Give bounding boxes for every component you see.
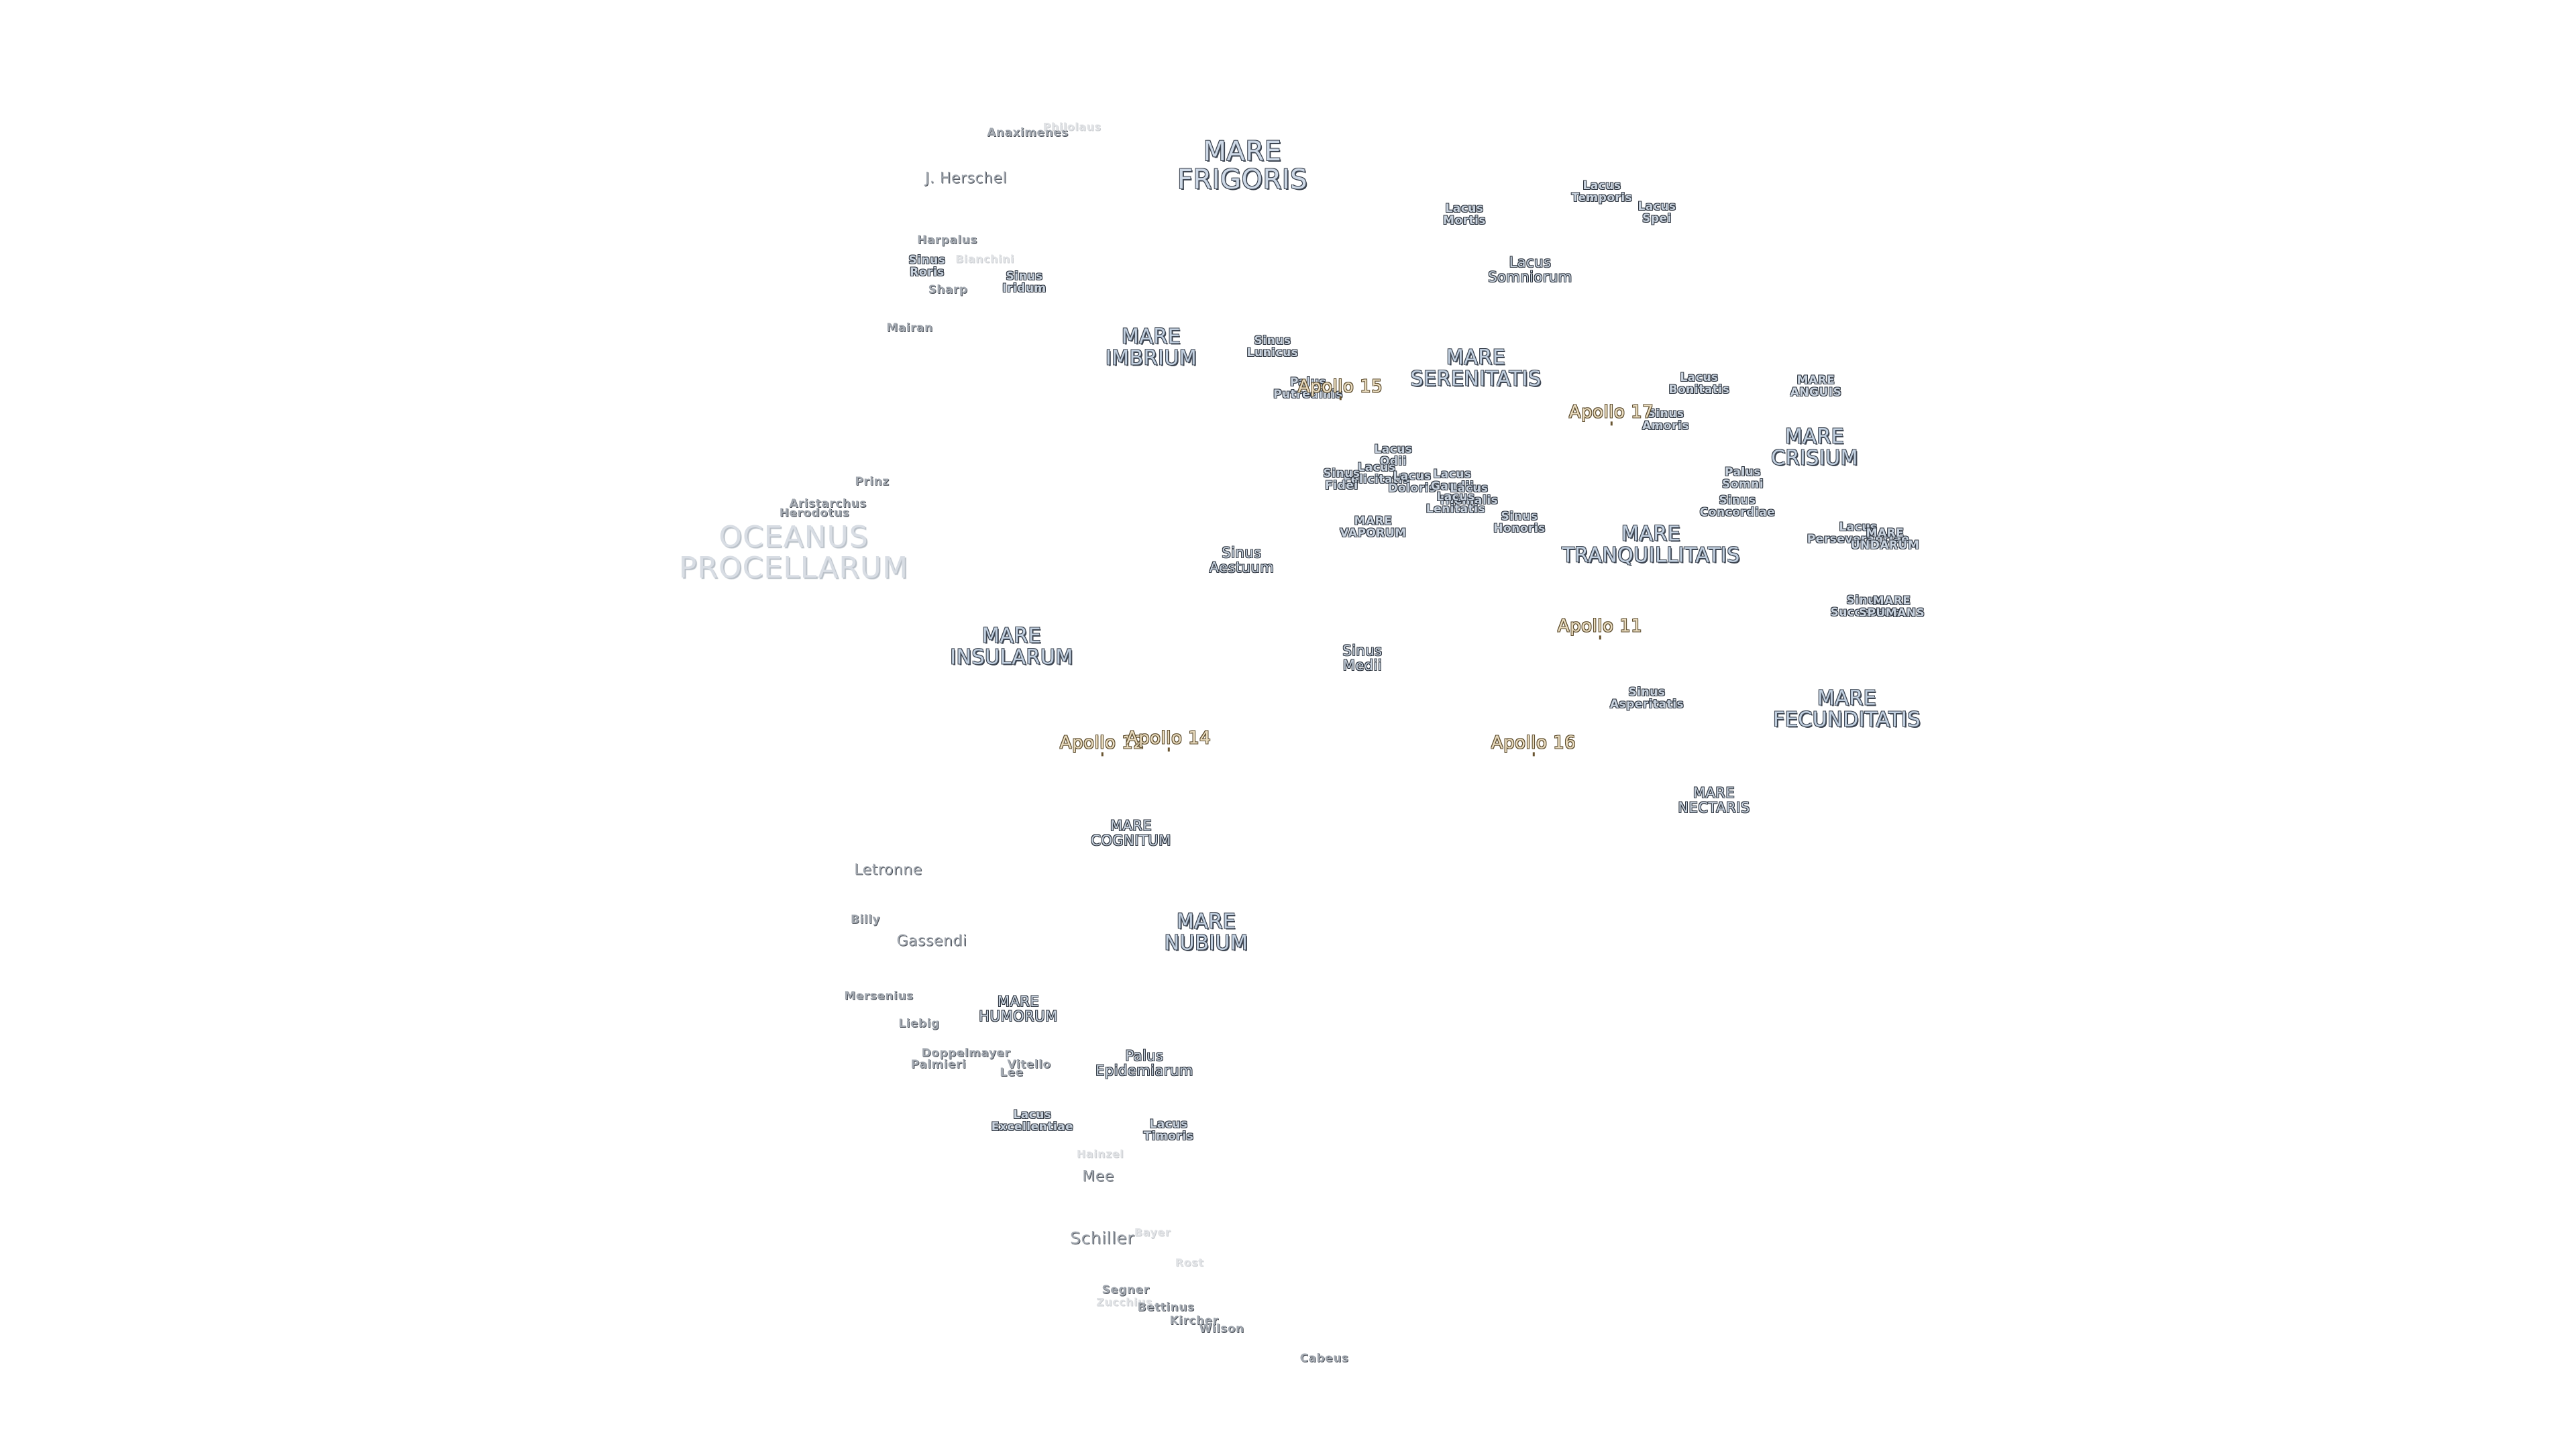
- feature-label-sinus-roris: Sinus Roris: [908, 254, 946, 279]
- feature-label-lacus-temporis: Lacus Temporis: [1571, 179, 1633, 205]
- feature-label-doppelmayer: Doppelmayer: [921, 1046, 1011, 1061]
- feature-label-anaximenes: Anaximenes: [987, 126, 1069, 140]
- feature-label-zucchius: Zucchius: [1096, 1295, 1152, 1309]
- feature-label-lacus-doloris: Lacus Doloris: [1388, 470, 1436, 495]
- feature-label-mare-nectaris: MARE NECTARIS: [1678, 784, 1750, 816]
- feature-label-mare-anguis: MARE ANGUIS: [1790, 374, 1842, 399]
- feature-label-lacus-timoris: Lacus Timoris: [1143, 1118, 1194, 1143]
- feature-label-mare-fecunditatis: MARE FECUNDITATIS: [1773, 686, 1921, 731]
- feature-label-mersenius: Mersenius: [844, 989, 914, 1004]
- landing-site-apollo-12: Apollo 12: [1059, 733, 1145, 757]
- feature-label-sinus-successus: Sinus Successus: [1830, 594, 1900, 619]
- feature-label-lacus-hiemalis: Lacus Hiemalis: [1440, 482, 1499, 507]
- feature-label-mare-tranquillitatis: MARE TRANQUILLITATIS: [1562, 522, 1740, 567]
- feature-label-lacus-odii: Lacus Odii: [1374, 443, 1413, 468]
- feature-label-mare-serenitatis: MARE SERENITATIS: [1410, 345, 1542, 390]
- feature-label-bettinus: Bettinus: [1137, 1301, 1195, 1315]
- feature-label-wilson: Wilson: [1199, 1322, 1244, 1336]
- feature-label-mairan: Mairan: [886, 321, 933, 335]
- feature-label-oceanus-procellarum: OCEANUS PROCELLARUM: [678, 519, 909, 585]
- feature-label-lacus-gaudii: Lacus Gaudii: [1430, 468, 1474, 493]
- feature-label-sinus-aestuum: Sinus Aestuum: [1209, 544, 1275, 576]
- feature-label-lacus-perseverantiae: Lacus Perseverantiae: [1807, 521, 1910, 546]
- feature-label-prinz: Prinz: [855, 475, 890, 489]
- feature-label-bianchini: Bianchini: [955, 252, 1014, 266]
- feature-label-palus-somni: Palus Somni: [1721, 466, 1764, 491]
- feature-label-sinus-amoris: Sinus Amoris: [1642, 407, 1689, 433]
- feature-label-mare-imbrium: MARE IMBRIUM: [1105, 325, 1197, 370]
- feature-label-liebig: Liebig: [898, 1017, 940, 1031]
- feature-label-mare-crisium: MARE CRISIUM: [1771, 425, 1858, 470]
- feature-label-palus-putredinis: Palus Putredinis: [1273, 376, 1343, 401]
- feature-label-lacus-bonitatis: Lacus Bonitatis: [1668, 371, 1730, 396]
- landing-site-apollo-14: Apollo 14: [1126, 728, 1212, 753]
- feature-label-j-herschel: J. Herschel: [924, 170, 1008, 187]
- feature-label-sinus-fidei: Sinus Fidei: [1323, 467, 1360, 492]
- feature-label-lacus-lenitatis: Lacus Lenitatis: [1426, 490, 1486, 516]
- feature-label-lacus-excellentiae: Lacus Excellentiae: [991, 1108, 1074, 1134]
- feature-label-harpalus: Harpalus: [917, 233, 977, 248]
- feature-label-lacus-spei: Lacus Spei: [1638, 200, 1676, 225]
- feature-label-sinus-medii: Sinus Medii: [1342, 642, 1383, 674]
- feature-label-kircher: Kircher: [1169, 1314, 1219, 1328]
- feature-label-mee: Mee: [1082, 1168, 1114, 1185]
- feature-label-mare-vaporum: MARE VAPORUM: [1340, 515, 1407, 540]
- landing-site-apollo-17: Apollo 17: [1568, 402, 1654, 427]
- feature-label-sinus-iridum: Sinus Iridum: [1002, 270, 1046, 295]
- feature-label-palmieri: Palmieri: [910, 1058, 967, 1072]
- landing-site-apollo-16: Apollo 16: [1491, 733, 1576, 757]
- feature-label-aristarchus: Aristarchus: [789, 497, 867, 511]
- feature-label-mare-cognitum: MARE COGNITUM: [1091, 817, 1171, 849]
- feature-label-schiller: Schiller: [1070, 1228, 1134, 1248]
- feature-label-letronne: Letronne: [854, 861, 922, 879]
- feature-label-hainzel: Hainzel: [1076, 1147, 1124, 1161]
- feature-label-sharp: Sharp: [928, 283, 968, 297]
- feature-label-lacus-somniorum: Lacus Somniorum: [1488, 254, 1572, 285]
- feature-label-sinus-honoris: Sinus Honoris: [1493, 510, 1546, 535]
- feature-label-bayer: Bayer: [1134, 1226, 1171, 1239]
- feature-label-mare-undarum: MARE UNDARUM: [1850, 527, 1920, 552]
- feature-label-herodotus: Herodotus: [779, 506, 850, 521]
- feature-label-cabeus: Cabeus: [1299, 1352, 1349, 1366]
- feature-label-vitello: Vitello: [1007, 1058, 1051, 1072]
- feature-label-lee: Lee: [1000, 1066, 1024, 1080]
- feature-label-mare-insularum: MARE INSULARUM: [950, 624, 1073, 669]
- feature-label-rost: Rost: [1175, 1256, 1204, 1269]
- feature-label-philolaus: Philolaus: [1042, 120, 1102, 133]
- feature-label-mare-nubium: MARE NUBIUM: [1164, 910, 1248, 955]
- feature-label-lacus-mortis: Lacus Mortis: [1442, 202, 1487, 227]
- feature-label-lacus-felicitatis: Lacus Felicitatis: [1343, 461, 1410, 486]
- feature-label-segner: Segner: [1102, 1283, 1150, 1297]
- feature-label-palus-epidemiarum: Palus Epidemiarum: [1095, 1047, 1193, 1079]
- feature-label-billy: Billy: [850, 913, 881, 927]
- feature-label-mare-spumans: MARE SPUMANS: [1858, 594, 1925, 620]
- landing-site-apollo-15: Apollo 15: [1297, 376, 1383, 401]
- feature-label-sinus-concordiae: Sinus Concordiae: [1699, 494, 1776, 519]
- feature-label-mare-humorum: MARE HUMORUM: [979, 993, 1058, 1024]
- landing-site-apollo-11: Apollo 11: [1557, 616, 1643, 641]
- feature-label-sinus-asperitatis: Sinus Asperitatis: [1609, 686, 1684, 711]
- feature-label-gassendi: Gassendi: [896, 932, 967, 950]
- feature-label-sinus-lunicus: Sinus Lunicus: [1246, 334, 1299, 360]
- feature-label-mare-frigoris: MARE FRIGORIS: [1177, 136, 1308, 195]
